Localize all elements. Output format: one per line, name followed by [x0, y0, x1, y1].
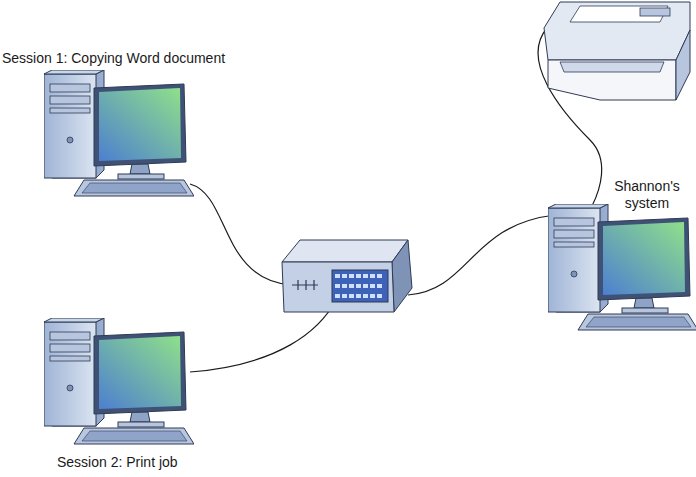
computer-node: Shannon's system: [548, 176, 696, 334]
computer-node: Session 2: Print job: [40, 318, 240, 474]
network-cable: [190, 184, 292, 285]
computer: [44, 318, 194, 444]
computer-node: Session 1: Copying Word document: [0, 48, 250, 200]
computer-label: Session 1: Copying Word document: [2, 50, 250, 67]
network-cable: [408, 215, 555, 295]
computer-label: Session 2: Print job: [57, 454, 240, 471]
computer: [44, 70, 194, 196]
computer: [548, 204, 696, 330]
network-switch: [282, 240, 412, 312]
printer: [544, 2, 690, 100]
computer-label: Shannon's system: [602, 178, 692, 212]
